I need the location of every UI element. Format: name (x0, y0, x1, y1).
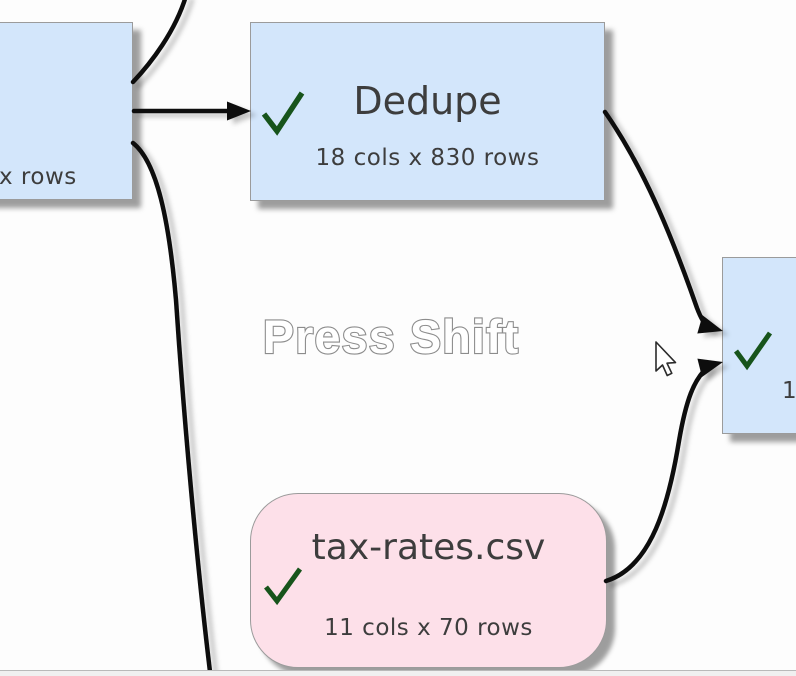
checkmark-icon (259, 87, 307, 137)
node-title: Dedupe (353, 79, 502, 123)
node-subtitle: x rows (0, 164, 77, 190)
node-subtitle: 11 cols x 70 rows (324, 615, 533, 641)
press-shift-watermark: Press Shift (263, 310, 520, 363)
checkmark-icon (262, 565, 304, 607)
node-subtitle: 18 cols x 830 rows (315, 145, 540, 171)
node-title: tax-rates.csv (311, 527, 546, 568)
node-left-partial[interactable]: x rows (0, 22, 133, 200)
node-subtitle: 1 (782, 378, 796, 404)
checkmark-icon (732, 328, 774, 372)
horizontal-scrollbar[interactable] (0, 670, 796, 676)
node-right-partial[interactable]: 1 (722, 257, 796, 434)
node-tax-rates[interactable]: tax-rates.csv 11 cols x 70 rows (250, 493, 607, 668)
